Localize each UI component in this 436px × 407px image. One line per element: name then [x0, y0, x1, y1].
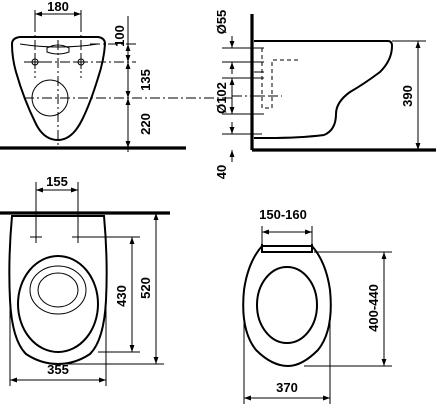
top-right-bolt: [72, 231, 84, 243]
hinge-spacing-label: 150-160: [259, 207, 307, 222]
bowl-rim: [17, 255, 99, 353]
inlet-channel: [261, 48, 300, 109]
seat-width-label: 370: [276, 380, 298, 395]
front-bolt-height-label: 135: [138, 69, 153, 91]
bowl-opening: [29, 265, 87, 315]
seat-length-label: 400-440: [366, 284, 381, 332]
drain-diameter-label: Ø102: [214, 82, 229, 114]
front-lower-height-label: 220: [138, 113, 153, 135]
top-width-label: 355: [47, 362, 69, 377]
top-bowl-outline: [8, 215, 108, 366]
side-view: Ø55 Ø102 40 390: [214, 10, 436, 179]
pipe-diameter-label: Ø55: [214, 10, 229, 35]
front-width-label: 180: [47, 0, 69, 14]
floor-offset-label: 40: [214, 165, 229, 179]
top-view: 155 430 520 355: [0, 174, 170, 386]
total-length-label: 520: [138, 277, 153, 299]
bolt-spacing-label: 155: [46, 174, 68, 189]
opening-length-label: 430: [114, 285, 129, 307]
top-left-bolt: [30, 231, 42, 243]
front-bowl-outline: [10, 36, 107, 142]
seat-opening: [256, 266, 318, 344]
front-upper-height-label: 100: [112, 25, 127, 47]
inlet-opening: [46, 44, 70, 55]
seat-outline: [242, 245, 332, 368]
front-bowl-rim: [19, 43, 99, 48]
side-height-label: 390: [400, 85, 415, 107]
front-view: 180 100 135 220: [0, 0, 232, 152]
seat-hinge: [261, 244, 313, 253]
seat-view: 150-160 400-440 370: [242, 207, 392, 404]
side-bowl-outline: [254, 40, 394, 139]
